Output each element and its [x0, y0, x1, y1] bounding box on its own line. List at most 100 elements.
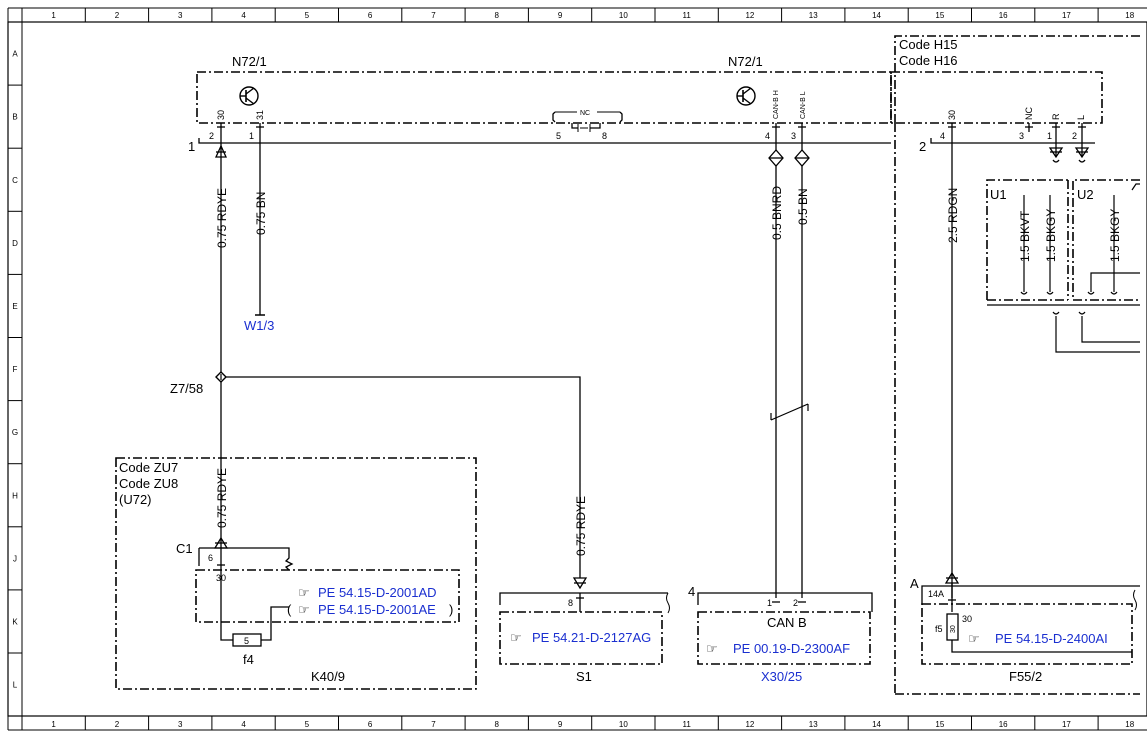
column-label-bottom: 10 — [619, 720, 628, 729]
row-label: J — [13, 554, 17, 563]
svg-text:1: 1 — [249, 131, 254, 141]
column-label-bottom: 8 — [495, 720, 500, 729]
s1-label: S1 — [576, 669, 592, 684]
svg-text:30: 30 — [216, 110, 226, 120]
row-label: D — [12, 239, 18, 248]
svg-text:PE 54.21-D-2127AG[interactable]: PE 54.21-D-2127AG — [532, 630, 651, 645]
svg-text:R: R — [1051, 113, 1061, 120]
svg-text:PE 00.19-D-2300AF[interactable]: PE 00.19-D-2300AF — [733, 641, 850, 656]
row-label: H — [12, 491, 18, 500]
column-label-bottom: 17 — [1062, 720, 1071, 729]
pe-link-2300af[interactable]: ☞ PE 00.19-D-2300AF — [706, 641, 850, 657]
svg-text:1: 1 — [767, 598, 772, 608]
column-label-bottom: 6 — [368, 720, 373, 729]
wire-label-u1a: 1.5 BKVT — [1018, 210, 1032, 262]
row-label: F — [13, 365, 18, 374]
f55-box — [921, 603, 1133, 665]
svg-text:3: 3 — [1019, 131, 1024, 141]
column-label-top: 16 — [999, 11, 1008, 20]
column-label-bottom: 15 — [935, 720, 944, 729]
column-label-top: 13 — [809, 11, 818, 20]
c1-label: C1 — [176, 541, 193, 556]
transistor-icon — [736, 86, 756, 106]
svg-text:3: 3 — [791, 131, 796, 141]
svg-text:30: 30 — [216, 573, 226, 583]
pointing-hand-icon: ☞ — [298, 603, 310, 618]
svg-text:PE 54.15-D-2001AE[interactable]: PE 54.15-D-2001AE — [318, 602, 436, 617]
code-zu-box — [115, 457, 477, 690]
u2-label: U2 — [1077, 187, 1094, 202]
svg-text:PE 54.15-D-2400AI[interactable]: PE 54.15-D-2400AI — [995, 631, 1108, 646]
module-pins: 30 31 CAN-B H CAN-B L 30 NC R L 2 1 5 8 … — [209, 90, 1086, 141]
svg-text:30: 30 — [947, 110, 957, 120]
column-label-top: 9 — [558, 11, 563, 20]
column-label-top: 18 — [1125, 11, 1134, 20]
u1-box — [986, 179, 1068, 300]
svg-text:30: 30 — [962, 614, 972, 624]
column-label-top: 2 — [115, 11, 120, 20]
wire-label-rdgn: 2.5 RDGN — [946, 188, 960, 243]
svg-text:31: 31 — [255, 110, 265, 120]
wire-label-rdye-3: 0.75 RDYE — [574, 496, 588, 556]
wire-to-s1 — [226, 376, 581, 578]
svg-text:2: 2 — [793, 598, 798, 608]
column-label-top: 3 — [178, 11, 183, 20]
svg-text:5: 5 — [244, 636, 249, 646]
svg-text:NC: NC — [1024, 107, 1034, 120]
code-h16-label: Code H16 — [899, 53, 958, 68]
svg-text:5: 5 — [556, 131, 561, 141]
svg-text:PE 54.15-D-2001AD[interactable]: PE 54.15-D-2001AD — [318, 585, 437, 600]
column-label-top: 5 — [305, 11, 310, 20]
code-h-box — [894, 35, 1140, 123]
w1-3-link[interactable]: W1/3 — [244, 318, 274, 333]
can-b-label: CAN B — [767, 615, 807, 630]
row-label: C — [12, 176, 18, 185]
x30-25-link[interactable]: X30/25 — [761, 669, 802, 684]
node-2-label: 2 — [919, 139, 926, 154]
n72-left-label: N72/1 — [232, 54, 267, 69]
pe-link-2001ae[interactable]: ( ☞ PE 54.15-D-2001AE ) — [287, 602, 453, 618]
x30-box — [697, 611, 871, 665]
column-label-top: 14 — [872, 11, 881, 20]
z7-58-label: Z7/58 — [170, 381, 203, 396]
column-label-bottom: 1 — [51, 720, 56, 729]
f4-label: f4 — [243, 652, 254, 667]
row-label: L — [13, 681, 18, 690]
wire-label-bnrd: 0.5 BNRD — [770, 186, 784, 240]
pe-link-2400ai[interactable]: ☞ PE 54.15-D-2400AI — [968, 631, 1108, 647]
wire-label-bn-can: 0.5 BN — [796, 188, 810, 225]
node-a-label: A — [910, 576, 919, 591]
k40-inner-box — [195, 569, 460, 623]
wire-label-u1b: 1.5 BKGY — [1044, 209, 1058, 262]
connector-bar-right — [930, 138, 1095, 144]
connector-bar-left — [198, 138, 891, 144]
wire-label-rdye-1: 0.75 RDYE — [215, 188, 229, 248]
column-label-bottom: 7 — [431, 720, 436, 729]
svg-text:CAN-B H: CAN-B H — [773, 90, 780, 119]
column-label-top: 4 — [241, 11, 246, 20]
pin-stubs — [217, 123, 1086, 143]
svg-text:): ) — [449, 602, 453, 617]
f55-2-label: F55/2 — [1009, 669, 1042, 684]
column-label-bottom: 18 — [1125, 720, 1134, 729]
svg-text:6: 6 — [208, 553, 213, 563]
drawing-frame — [7, 7, 1147, 731]
column-label-bottom: 12 — [745, 720, 754, 729]
f5-label: f5 — [935, 624, 943, 634]
svg-text:4: 4 — [940, 131, 945, 141]
pe-link-2001ad[interactable]: ☞ PE 54.15-D-2001AD — [298, 585, 437, 601]
nc-internal-link: NC — [552, 110, 623, 132]
pointing-hand-icon: ☞ — [510, 631, 522, 646]
column-label-bottom: 5 — [305, 720, 310, 729]
node-1-label: 1 — [188, 139, 195, 154]
pe-link-2127ag[interactable]: ☞ PE 54.21-D-2127AG — [510, 630, 651, 646]
code-zu7-label: Code ZU7 — [119, 460, 178, 475]
row-label: K — [12, 617, 18, 626]
wire-label-bn: 0.75 BN — [254, 192, 268, 235]
pointing-hand-icon: ☞ — [706, 642, 718, 657]
n72-module-box-right — [890, 71, 1103, 124]
column-label-top: 15 — [935, 11, 944, 20]
row-label: A — [12, 50, 18, 59]
svg-text:L: L — [1076, 115, 1086, 120]
